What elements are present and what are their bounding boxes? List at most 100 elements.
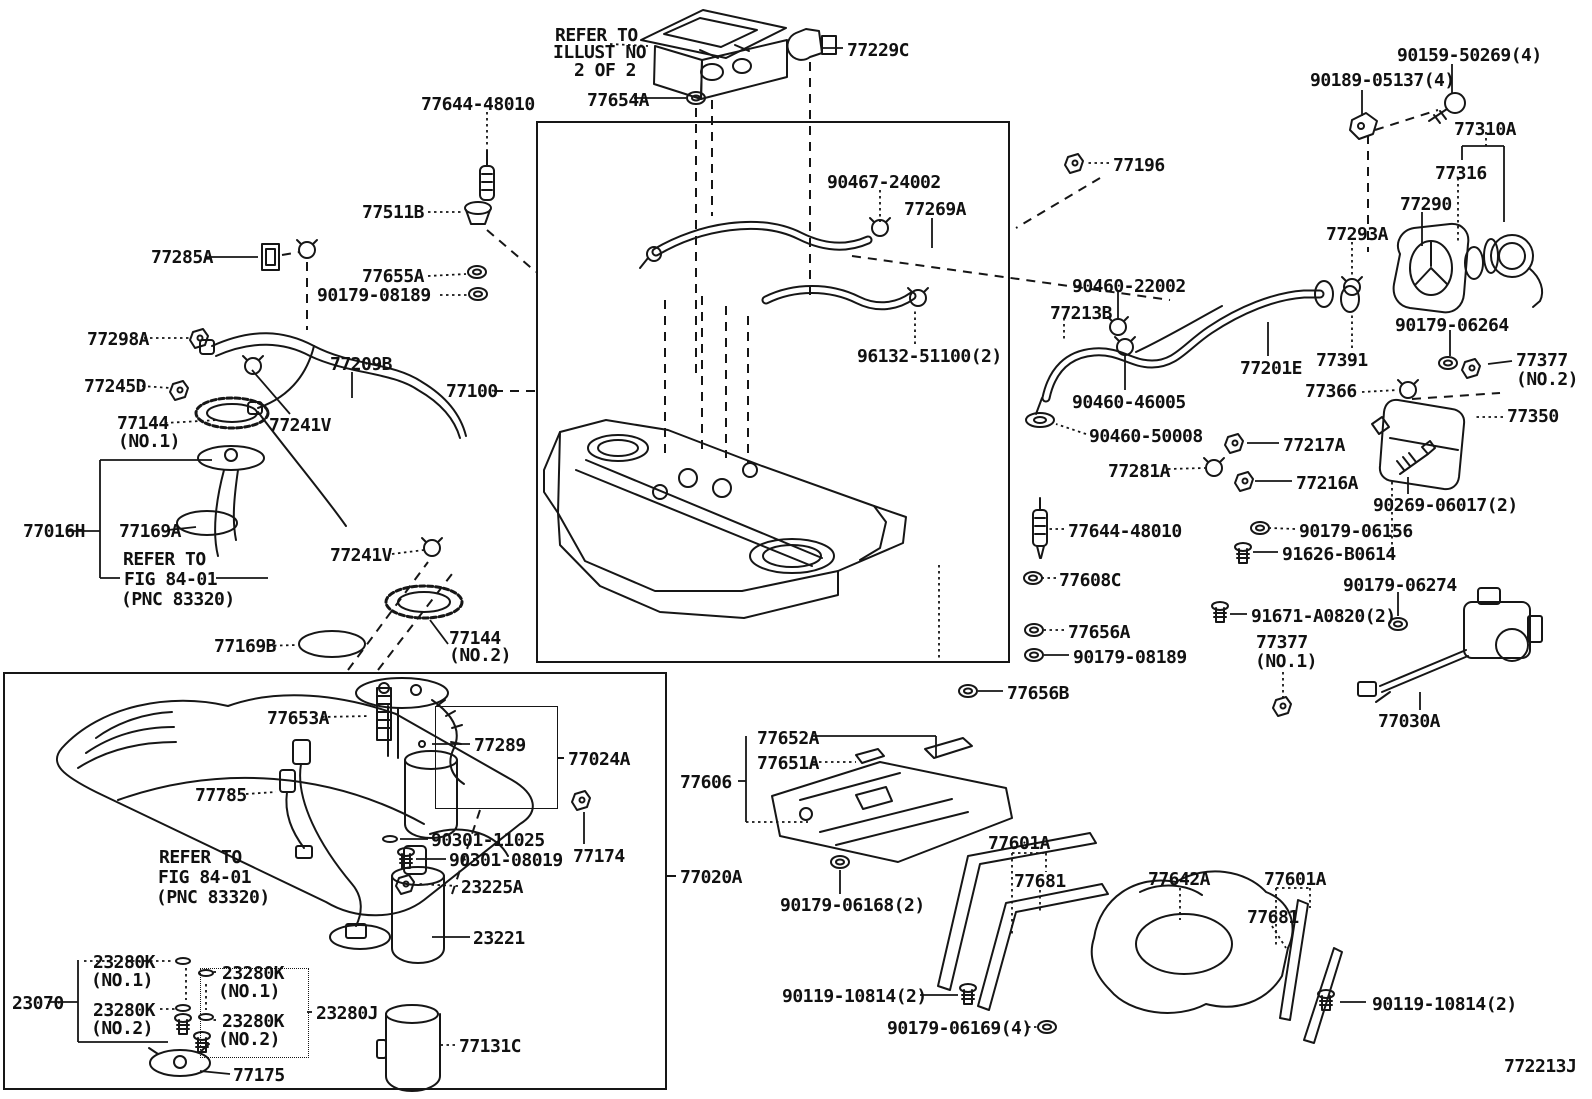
leader-line bbox=[1055, 423, 1087, 435]
charcoal-canister-sketch bbox=[640, 9, 788, 100]
part-label-77100: 77100 bbox=[446, 381, 498, 402]
screw-90269-sketch bbox=[1396, 440, 1436, 475]
part-label-77229c: 77229C bbox=[847, 40, 910, 61]
fuel-sender-harness-sketch bbox=[292, 739, 367, 939]
leader-lines bbox=[48, 43, 1513, 1075]
frame-box bbox=[200, 968, 309, 1058]
part-label-referto: REFER TO bbox=[555, 25, 638, 46]
part-label-96132511002: 96132-51100(2) bbox=[857, 346, 1002, 367]
oring-77391-sketch bbox=[1340, 285, 1360, 313]
part-label-2of2: 2 OF 2 bbox=[574, 60, 637, 81]
part-label-77289: 77289 bbox=[474, 735, 526, 756]
part-label-23280k: 23280K bbox=[222, 963, 285, 984]
part-label-77653a: 77653A bbox=[267, 708, 330, 729]
part-label-91626b0614: 91626-B0614 bbox=[1282, 544, 1396, 565]
part-label-77656b: 77656B bbox=[1007, 683, 1070, 704]
leader-line bbox=[1411, 392, 1501, 400]
frame-box bbox=[536, 121, 1010, 663]
tank-band-sketch bbox=[937, 832, 1343, 1044]
part-label-23280k: 23280K bbox=[222, 1011, 285, 1032]
fuel-filter-77131c-sketch bbox=[376, 1004, 441, 1092]
part-label-77175: 77175 bbox=[233, 1065, 285, 1086]
part-label-77213b: 77213B bbox=[1050, 303, 1113, 324]
part-label-9017906264: 90179-06264 bbox=[1395, 315, 1509, 336]
part-label-77298a: 77298A bbox=[87, 329, 150, 350]
tank-hoses-sketch bbox=[639, 220, 917, 311]
part-label-77377: 77377 bbox=[1516, 350, 1568, 371]
part-label-no1: (NO.1) bbox=[118, 431, 181, 452]
part-label-772213j: 772213J bbox=[1504, 1056, 1577, 1077]
tank-shield-77606-sketch bbox=[771, 737, 1013, 863]
strainer-77653a-sketch bbox=[376, 687, 392, 741]
fuel-pipe-assembly-sketch bbox=[199, 332, 467, 527]
part-label-77209b: 77209B bbox=[330, 354, 393, 375]
leader-line bbox=[429, 619, 449, 645]
leader-line bbox=[167, 526, 197, 531]
part-label-77290: 77290 bbox=[1400, 194, 1452, 215]
leader-line bbox=[851, 255, 1171, 301]
part-label-77030a: 77030A bbox=[1378, 711, 1441, 732]
leader-line bbox=[486, 229, 537, 273]
part-label-77245d: 77245D bbox=[84, 376, 147, 397]
leader-line bbox=[245, 791, 277, 795]
leader-line bbox=[427, 273, 467, 277]
part-label-no2: (NO.2) bbox=[91, 1018, 154, 1039]
part-label-77608c: 77608C bbox=[1059, 570, 1122, 591]
part-label-90189051374: 90189-05137(4) bbox=[1310, 70, 1455, 91]
retainer-77285a-sketch bbox=[261, 243, 280, 271]
leader-line bbox=[281, 251, 301, 256]
fuel-sender-77030a-sketch bbox=[1357, 587, 1543, 703]
filler-pipe-sketch bbox=[1025, 280, 1334, 428]
part-label-referto: REFER TO bbox=[123, 549, 206, 570]
check-valve-right-sketch bbox=[1032, 497, 1048, 559]
fuel-inlet-funnel-sketch bbox=[464, 201, 492, 225]
part-label-9030111025: 90301-11025 bbox=[431, 830, 545, 851]
part-label-77169b: 77169B bbox=[214, 636, 277, 657]
part-label-23280k: 23280K bbox=[93, 1000, 156, 1021]
part-label-23280k: 23280K bbox=[93, 952, 156, 973]
part-label-77024a: 77024A bbox=[568, 749, 631, 770]
part-label-77652a: 77652A bbox=[757, 728, 820, 749]
part-label-77656a: 77656A bbox=[1068, 622, 1131, 643]
leader-line bbox=[1271, 925, 1287, 949]
fuel-gauge-rings-sketch bbox=[176, 396, 464, 658]
part-label-77285a: 77285A bbox=[151, 247, 214, 268]
fuel-lid-77350-sketch bbox=[1371, 398, 1466, 491]
part-label-77681: 77681 bbox=[1014, 871, 1066, 892]
part-label-fig8401: FIG 84-01 bbox=[124, 569, 218, 590]
part-label-7764448010: 77644-48010 bbox=[1068, 521, 1182, 542]
screw-90159-sketch bbox=[1428, 92, 1466, 124]
part-label-9046022002: 90460-22002 bbox=[1072, 276, 1186, 297]
part-label-77601a: 77601A bbox=[988, 833, 1051, 854]
filler-cap-sketch bbox=[1392, 222, 1544, 314]
part-label-77020a: 77020A bbox=[680, 867, 743, 888]
leader-line bbox=[1269, 527, 1296, 530]
part-label-9046724002: 90467-24002 bbox=[827, 172, 941, 193]
part-label-no1: (NO.1) bbox=[1255, 651, 1318, 672]
part-label-77269a: 77269A bbox=[904, 199, 967, 220]
part-label-90159502694: 90159-50269(4) bbox=[1397, 45, 1542, 66]
floor-pan-sketch bbox=[55, 694, 534, 917]
part-label-77169a: 77169A bbox=[119, 521, 182, 542]
part-label-no1: (NO.1) bbox=[218, 981, 281, 1002]
part-label-no1: (NO.1) bbox=[91, 970, 154, 991]
part-label-77316: 77316 bbox=[1435, 163, 1487, 184]
part-label-77366: 77366 bbox=[1305, 381, 1357, 402]
part-label-90269060172: 90269-06017(2) bbox=[1373, 495, 1518, 516]
leader-line bbox=[417, 883, 459, 887]
part-label-no2: (NO.2) bbox=[218, 1029, 281, 1050]
part-label-77606: 77606 bbox=[680, 772, 732, 793]
part-label-77601a: 77601A bbox=[1264, 869, 1327, 890]
part-label-pnc83320: (PNC 83320) bbox=[156, 887, 270, 908]
part-label-77241v: 77241V bbox=[269, 415, 332, 436]
part-label-fig8401: FIG 84-01 bbox=[158, 867, 252, 888]
part-label-77196: 77196 bbox=[1113, 155, 1165, 176]
part-label-90119108142: 90119-10814(2) bbox=[1372, 994, 1517, 1015]
part-label-77281a: 77281A bbox=[1108, 461, 1171, 482]
part-label-90179061682: 90179-06168(2) bbox=[780, 895, 925, 916]
part-label-77377: 77377 bbox=[1256, 632, 1308, 653]
leader-line bbox=[1374, 109, 1439, 131]
fuel-filter-77024a-sketch bbox=[404, 699, 465, 839]
part-label-no2: (NO.2) bbox=[449, 645, 512, 666]
